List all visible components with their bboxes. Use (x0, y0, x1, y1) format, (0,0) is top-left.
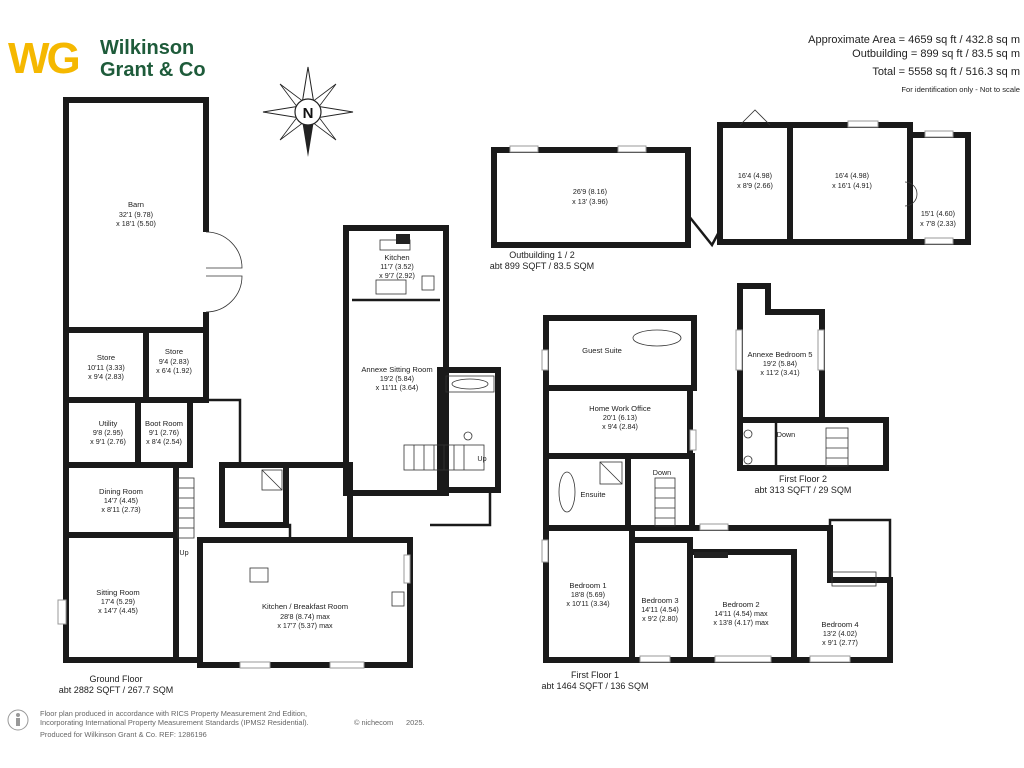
room-ensuite-name: Ensuite (580, 490, 605, 499)
outbuilding-b-dim2: x 8'9 (2.66) (737, 181, 773, 190)
room-annexe-kitchen-name: Kitchen (384, 253, 409, 262)
room-kitchen-breakfast-dim2: x 17'7 (5.37) max (277, 621, 333, 630)
room-store1-dim2: x 9'4 (2.83) (88, 372, 124, 381)
room-utility-dim2: x 9'1 (2.76) (90, 437, 126, 446)
outbuilding-b-dim1: 16'4 (4.98) (738, 171, 772, 180)
brand-logo: WG Wilkinson Grant & Co (8, 34, 206, 83)
logo-name-line2: Grant & Co (100, 59, 206, 81)
area-approx: Approximate Area = 4659 sq ft / 432.8 sq… (808, 34, 1020, 46)
room-dining-dim2: x 8'11 (2.73) (101, 505, 140, 514)
annexe-stair-up-label: Up (477, 454, 486, 463)
room-barn-dim2: x 18'1 (5.50) (116, 219, 156, 228)
logo-name-line1: Wilkinson (100, 37, 194, 59)
room-annexe-bed5-dim2: x 11'2 (3.41) (760, 368, 799, 377)
footer-line2: Incorporating International Property Mea… (40, 718, 309, 727)
room-store2-name: Store (165, 347, 183, 356)
footer-year: 2025. (406, 718, 425, 727)
room-home-office-dim2: x 9'4 (2.84) (602, 422, 638, 431)
room-bedroom4-name: Bedroom 4 (821, 620, 858, 629)
room-annexe-sitting-name: Annexe Sitting Room (361, 365, 432, 374)
compass-icon: N (262, 66, 354, 157)
area-total: Total = 5558 sq ft / 516.3 sq m (872, 66, 1020, 78)
area-note: For identification only - Not to scale (901, 85, 1020, 94)
first-floor-1-area: abt 1464 SQFT / 136 SQM (542, 681, 649, 691)
first-floor-2-plan: Down (735, 283, 889, 471)
room-guest-suite-name: Guest Suite (582, 346, 622, 355)
outbuilding-a-dim2: x 13' (3.96) (572, 197, 608, 206)
first-floor-2-name: First Floor 2 (779, 474, 827, 484)
ground-floor-name: Ground Floor (89, 674, 142, 684)
first-floor-2-labels: Annexe Bedroom 5 19'2 (5.84) x 11'2 (3.4… (747, 350, 851, 495)
footer-line1: Floor plan produced in accordance with R… (40, 709, 307, 718)
room-bedroom1-dim2: x 10'11 (3.34) (566, 599, 609, 608)
outbuilding-c-dim2: x 16'1 (4.91) (832, 181, 872, 190)
outbuilding-labels: 26'9 (8.16) x 13' (3.96) 16'4 (4.98) x 8… (490, 171, 956, 271)
room-dining-dim1: 14'7 (4.45) (104, 496, 138, 505)
outbuilding-d-dim2: x 7'8 (2.33) (920, 219, 956, 228)
room-sitting-dim1: 17'4 (5.29) (101, 597, 135, 606)
room-annexe-sitting-dim1: 19'2 (5.84) (380, 374, 414, 383)
footer-copyright: © nichecom (354, 718, 393, 727)
outbuilding-c-dim1: 16'4 (4.98) (835, 171, 869, 180)
room-bedroom3-dim1: 14'11 (4.54) (641, 605, 679, 614)
room-sitting-name: Sitting Room (96, 588, 139, 597)
room-store2-dim2: x 6'4 (1.92) (156, 366, 192, 375)
room-annexe-kitchen-dim2: x 9'7 (2.92) (379, 271, 415, 280)
room-boot-name: Boot Room (145, 419, 183, 428)
room-utility-dim1: 9'8 (2.95) (93, 428, 123, 437)
room-annexe-sitting-dim2: x 11'11 (3.64) (376, 383, 419, 392)
outbuilding-floor-name: Outbuilding 1 / 2 (509, 250, 575, 260)
room-bedroom3-dim2: x 9'2 (2.80) (642, 614, 678, 623)
outbuilding-a-dim1: 26'9 (8.16) (573, 187, 607, 196)
ground-floor-labels: Barn 32'1 (9.78) x 18'1 (5.50) Store 10'… (59, 200, 433, 695)
room-barn-name: Barn (128, 200, 144, 209)
room-bedroom4-dim2: x 9'1 (2.77) (822, 638, 858, 647)
room-store1-name: Store (97, 353, 115, 362)
room-kitchen-breakfast-name: Kitchen / Breakfast Room (262, 602, 348, 611)
room-utility-name: Utility (99, 419, 118, 428)
room-bedroom2-dim1: 14'11 (4.54) max (714, 609, 768, 618)
logo-mark: WG (8, 34, 79, 83)
outbuilding-floor-area: abt 899 SQFT / 83.5 SQM (490, 261, 594, 271)
room-store2-dim1: 9'4 (2.83) (159, 357, 189, 366)
ground-floor-area: abt 2882 SQFT / 267.7 SQM (59, 685, 173, 695)
person-scale-icon (7, 709, 29, 731)
room-bedroom1-name: Bedroom 1 (569, 581, 606, 590)
footer: Floor plan produced in accordance with R… (7, 709, 425, 739)
ground-floor-plan: Up Up (57, 97, 501, 669)
room-dining-name: Dining Room (99, 487, 143, 496)
room-annexe-bed5-dim1: 19'2 (5.84) (763, 359, 797, 368)
room-annexe-kitchen-dim1: 11'7 (3.52) (380, 262, 414, 271)
outbuilding-plan (491, 109, 971, 248)
first-floor-2-area: abt 313 SQFT / 29 SQM (755, 485, 852, 495)
ground-stair-up-label: Up (179, 548, 188, 557)
first-floor-2-stair-down-label: Down (777, 430, 795, 439)
first-floor-1-labels: Guest Suite Home Work Office 20'1 (6.13)… (542, 346, 859, 691)
room-sitting-dim2: x 14'7 (4.45) (98, 606, 138, 615)
compass-letter: N (303, 105, 314, 122)
first-floor-stair-down-label: Down (653, 468, 671, 477)
footer-line3: Produced for Wilkinson Grant & Co. REF: … (40, 730, 207, 739)
area-outbuilding: Outbuilding = 899 sq ft / 83.5 sq m (852, 48, 1020, 60)
room-bedroom4-dim1: 13'2 (4.02) (823, 629, 857, 638)
outbuilding-d-dim1: 15'1 (4.60) (921, 209, 955, 218)
room-boot-dim1: 9'1 (2.76) (149, 428, 179, 437)
room-annexe-bed5-name: Annexe Bedroom 5 (747, 350, 812, 359)
room-boot-dim2: x 8'4 (2.54) (146, 437, 182, 446)
room-home-office-dim1: 20'1 (6.13) (603, 413, 637, 422)
room-bedroom3-name: Bedroom 3 (641, 596, 678, 605)
room-bedroom2-name: Bedroom 2 (722, 600, 759, 609)
room-kitchen-breakfast-dim1: 28'8 (8.74) max (280, 612, 330, 621)
first-floor-1-plan: Down (541, 315, 893, 663)
room-store1-dim1: 10'11 (3.33) (87, 363, 125, 372)
room-home-office-name: Home Work Office (589, 404, 651, 413)
room-bedroom1-dim1: 18'8 (5.69) (571, 590, 605, 599)
room-bedroom2-dim2: x 13'8 (4.17) max (713, 618, 769, 627)
room-barn-dim1: 32'1 (9.78) (119, 210, 153, 219)
first-floor-1-name: First Floor 1 (571, 670, 619, 680)
